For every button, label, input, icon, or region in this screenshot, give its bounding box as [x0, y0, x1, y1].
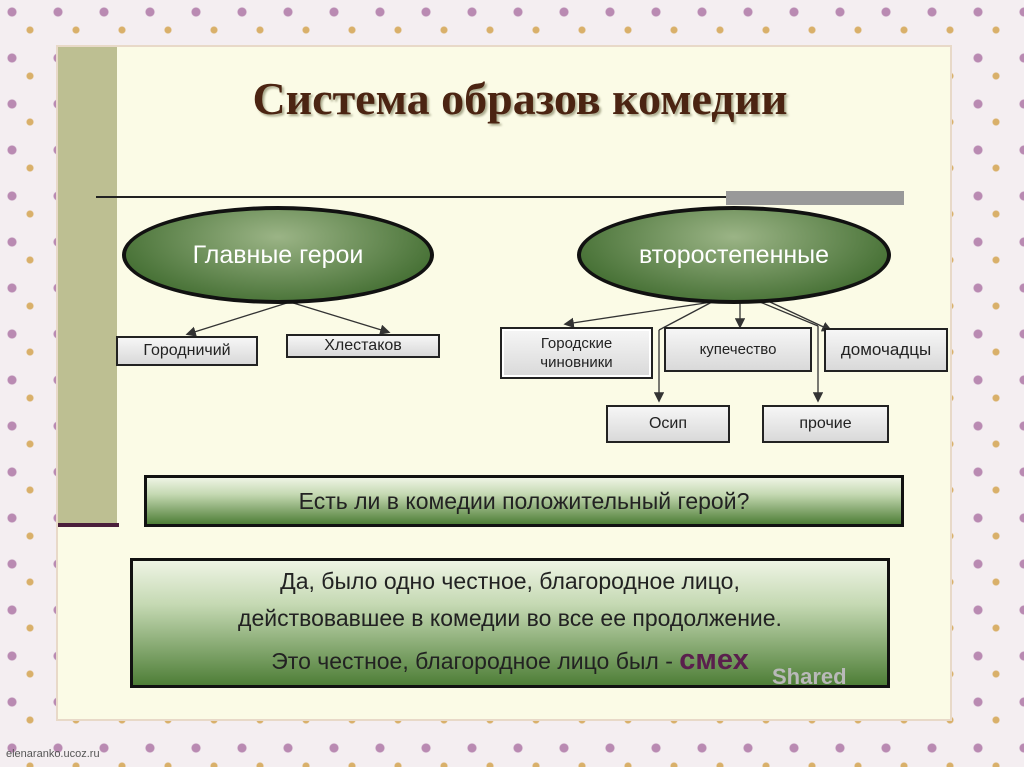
- character-box-osip: Осип: [606, 405, 730, 443]
- answer-banner: Да, было одно честное, благородное лицо,…: [130, 558, 890, 688]
- question-banner: Есть ли в комедии положительный герой?: [144, 475, 904, 527]
- connector-sec-1: [563, 301, 713, 328]
- answer-line-3: Это честное, благородное лицо был - смех: [271, 637, 748, 683]
- secondary-characters-ellipse: второстепенные: [577, 206, 891, 304]
- connector-main-left: [185, 301, 291, 337]
- character-box-gorodnichiy: Городничий: [116, 336, 258, 366]
- answer-line-2: действовавшее в комедии во все ее продол…: [238, 604, 782, 631]
- secondary-characters-label: второстепенные: [638, 240, 830, 269]
- footer-site: elenaranko.ucoz.ru: [6, 748, 100, 760]
- title-divider-accent: [726, 191, 904, 205]
- character-box-merchants: купечество: [664, 327, 812, 372]
- character-box-khlestakov: Хлестаков: [286, 334, 440, 358]
- connector-sec-2: [658, 301, 713, 331]
- answer-line-3-text: Это честное, благородное лицо был -: [271, 647, 673, 674]
- character-box-household: домочадцы: [824, 328, 948, 372]
- left-accent-bar: [58, 47, 117, 525]
- character-box-officials: Городские чиновники: [500, 327, 653, 379]
- connector-sec-7: [769, 301, 833, 332]
- question-text: Есть ли в комедии положительный герой?: [298, 487, 750, 514]
- watermark-text: Shared: [772, 664, 847, 689]
- connector-sec-5: [759, 301, 819, 327]
- answer-line-1: Да, было одно честное, благородное лицо,: [280, 568, 740, 594]
- slide-title: Система образов комедии: [252, 73, 788, 124]
- connector-main-right: [289, 301, 391, 335]
- title-divider: [96, 196, 902, 198]
- left-accent-line: [58, 523, 119, 527]
- character-box-others: прочие: [762, 405, 889, 443]
- main-characters-ellipse: Главные герои: [122, 206, 434, 304]
- main-characters-label: Главные герои: [192, 240, 364, 269]
- answer-highlight-word: смех: [679, 643, 749, 676]
